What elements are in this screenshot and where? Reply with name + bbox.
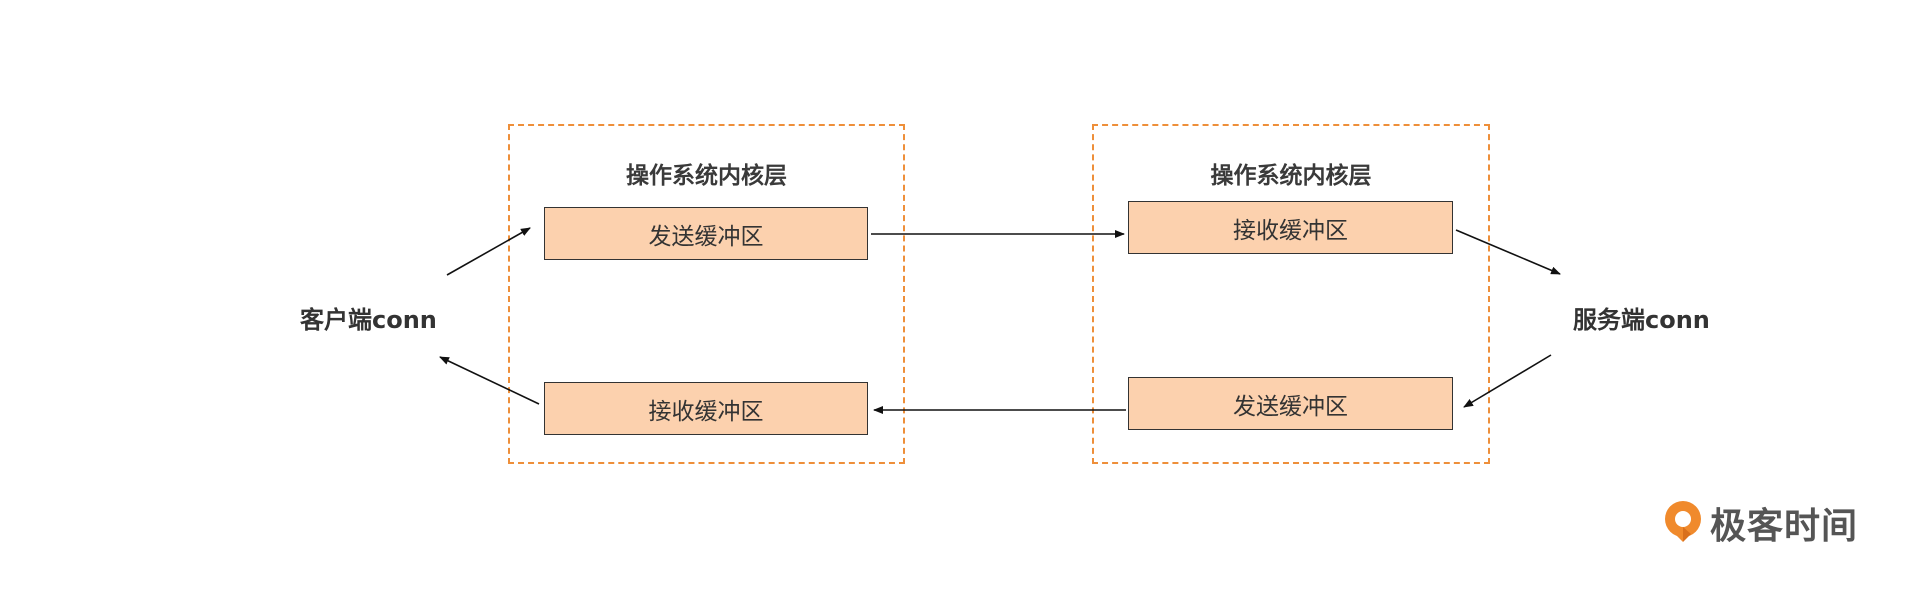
client-recv-buffer: 接收缓冲区 — [544, 382, 868, 435]
geektime-logo-icon — [1665, 501, 1701, 542]
client-conn-label: 客户端conn — [300, 306, 437, 334]
client-kernel-title: 操作系统内核层 — [626, 163, 787, 189]
client-kernel-layer: 操作系统内核层 — [508, 124, 905, 464]
client-send-buffer: 发送缓冲区 — [544, 207, 868, 260]
server-send-buffer: 发送缓冲区 — [1128, 377, 1453, 430]
server-recv-buffer: 接收缓冲区 — [1128, 201, 1453, 254]
brand-logo: 极客时间 — [1660, 498, 1858, 548]
server-conn-label: 服务端conn — [1573, 306, 1710, 334]
brand-logo-text: 极客时间 — [1710, 506, 1859, 547]
server-kernel-layer: 操作系统内核层 — [1092, 124, 1490, 464]
server-kernel-title: 操作系统内核层 — [1210, 163, 1372, 189]
